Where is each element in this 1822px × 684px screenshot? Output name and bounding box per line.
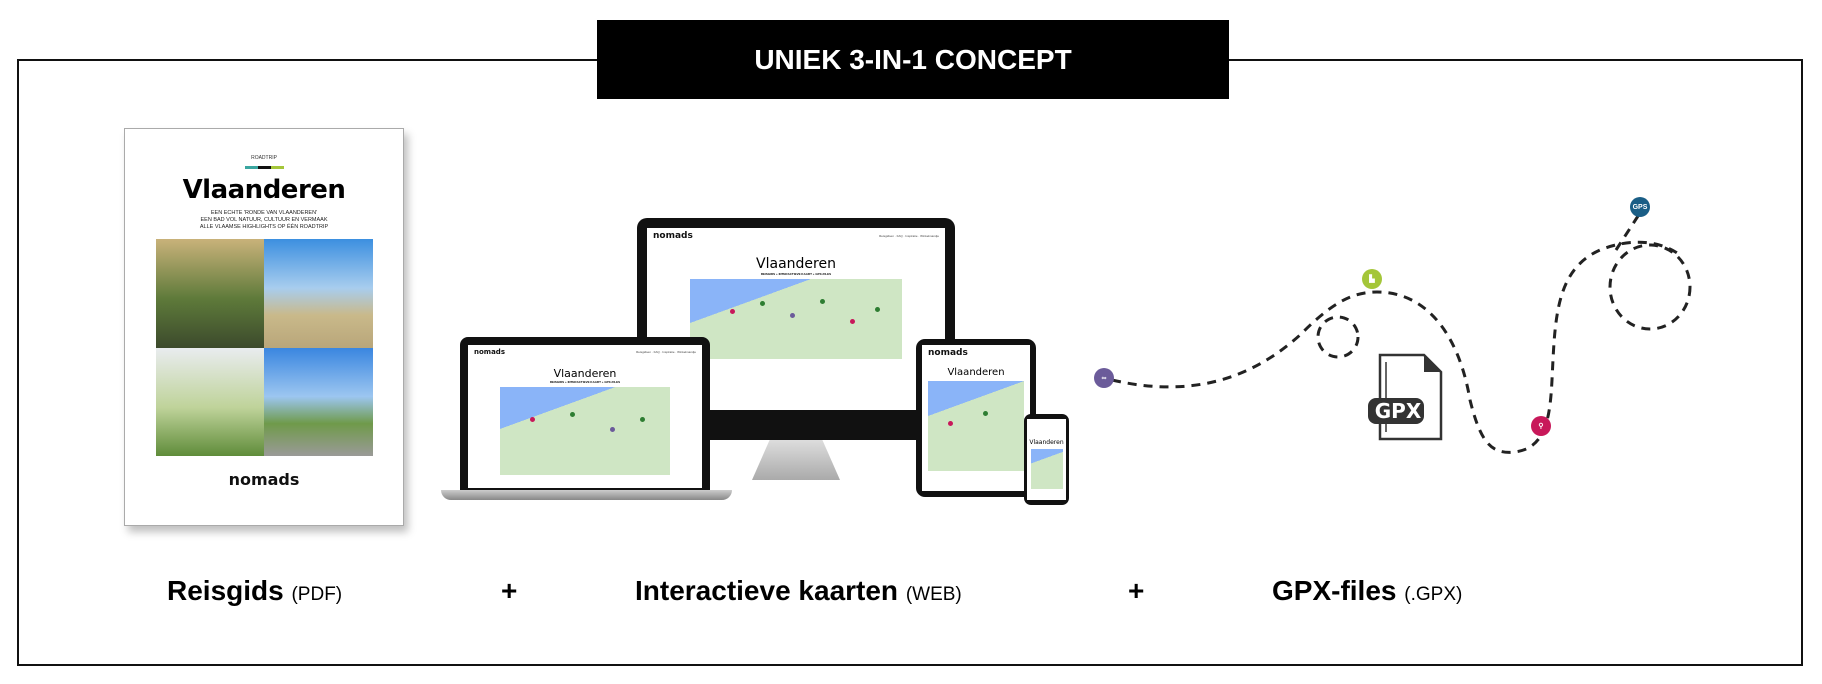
gps-icon: GPS: [1630, 197, 1650, 217]
site-logo: nomads: [653, 231, 693, 241]
route-path: [1111, 240, 1681, 454]
cover-title: Vlaanderen: [182, 175, 346, 205]
product-format: (PDF): [291, 584, 343, 605]
photo-dunes: [264, 239, 373, 348]
route-to-gps: [1614, 215, 1640, 251]
gpx-file-label: GPX: [1374, 399, 1422, 423]
product-format: (WEB): [905, 584, 962, 605]
cover-photos: [155, 239, 373, 456]
monitor-stand: [752, 440, 840, 480]
site-subtitle: REISGIDS + INTERACTIEVE KAART + GPX-FILE…: [549, 380, 621, 384]
product-name: GPX-files: [1272, 575, 1397, 606]
hiking-boot-icon: ▙: [1362, 269, 1382, 289]
interactive-map[interactable]: [500, 387, 670, 475]
cover-stripe: [125, 166, 403, 169]
site-title: Vlaanderen: [756, 256, 836, 272]
photo-blossom: [155, 347, 264, 456]
laptop-base: [441, 490, 732, 500]
site-title: Vlaanderen: [1029, 439, 1064, 446]
cover-subtitle: EEN ECHTE 'RONDE VAN VLAANDEREN' EEN BAD…: [125, 210, 403, 231]
site-nav: Reisgidsen · FAQ · Inspiratie · Winkelma…: [636, 350, 696, 354]
photo-castle: [264, 347, 373, 456]
photo-canal: [155, 239, 264, 348]
laptop: nomads Reisgidsen · FAQ · Inspiratie · Wi…: [460, 337, 710, 492]
page-title: UNIEK 3-IN-1 CONCEPT: [597, 20, 1229, 99]
product-format: (.GPX): [1404, 584, 1463, 605]
cover-kicker: ROADTRIP: [251, 155, 277, 161]
travel-guide-cover: ROADTRIP Vlaanderen EEN ECHTE 'RONDE VAN…: [124, 128, 404, 526]
tablet-screen: nomads Vlaanderen: [922, 345, 1030, 491]
site-title: Vlaanderen: [553, 367, 617, 380]
interactive-map[interactable]: [690, 279, 902, 359]
phone: Vlaanderen: [1024, 414, 1069, 505]
site-logo: nomads: [928, 348, 968, 358]
product-name: Interactieve kaarten: [635, 575, 899, 606]
route-loop-large: [1608, 243, 1692, 331]
interactive-map[interactable]: [928, 381, 1024, 471]
plus-separator: +: [501, 575, 518, 606]
product-interactieve-kaarten: Interactieve kaarten (WEB): [635, 575, 962, 607]
cover-subtitle-line: ALLE VLAAMSE HIGHLIGHTS OP ÉÉN ROADTRIP: [199, 224, 329, 230]
phone-screen: Vlaanderen: [1027, 419, 1066, 500]
site-subtitle: REISGIDS + INTERACTIEVE KAART + GPX-FILE…: [760, 272, 832, 276]
plus-separator: +: [1128, 575, 1145, 606]
product-reisgids: Reisgids (PDF): [167, 575, 342, 607]
bicycle-icon: ⚲: [1531, 416, 1551, 436]
laptop-screen: nomads Reisgidsen · FAQ · Inspiratie · Wi…: [468, 345, 702, 488]
product-gpx-files: GPX-files (.GPX): [1272, 575, 1462, 607]
route-loop-small: [1316, 315, 1360, 359]
cover-subtitle-line: EEN BAD VOL NATUUR, CULTUUR EN VERMAAK: [200, 217, 328, 223]
cover-subtitle-line: EEN ECHTE 'RONDE VAN VLAANDEREN': [210, 210, 318, 216]
nomads-logo: nomads: [228, 470, 300, 489]
gpx-file-icon: [1368, 353, 1443, 441]
binoculars-icon: ∞: [1094, 368, 1114, 388]
site-nav: Reisgidsen · FAQ · Inspiratie · Winkelma…: [879, 234, 939, 238]
interactive-map[interactable]: [1030, 449, 1063, 489]
site-title: Vlaanderen: [947, 367, 1005, 378]
product-name: Reisgids: [167, 575, 284, 606]
tablet: nomads Vlaanderen: [916, 339, 1036, 497]
site-logo: nomads: [474, 348, 505, 356]
